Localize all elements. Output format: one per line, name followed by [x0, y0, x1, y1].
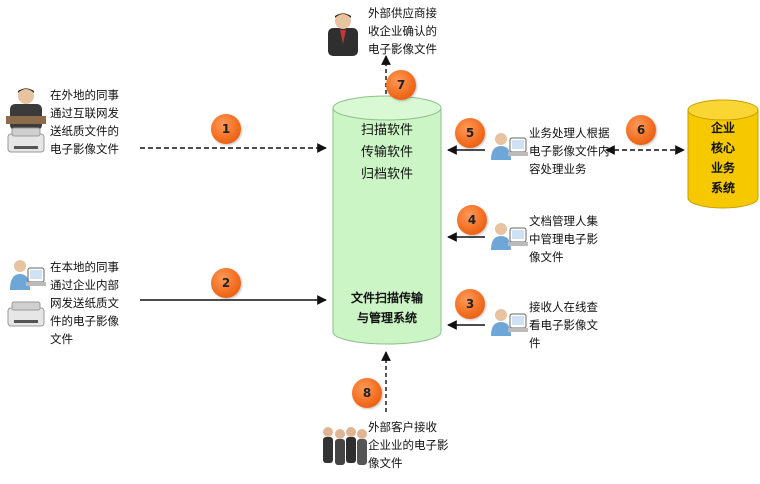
- archive-manager-label: 文档管理人集 中管理电子影 像文件: [529, 214, 598, 264]
- central-software-list: 扫描软件 传输软件 归档软件: [334, 120, 440, 186]
- core-business-cylinder: [687, 99, 759, 209]
- step-4-badge: 4: [457, 205, 487, 235]
- step-3-badge: 3: [455, 289, 485, 319]
- step-8-badge: 8: [352, 378, 382, 408]
- computer-user-icon: [7, 260, 46, 327]
- step-7-badge: 7: [386, 70, 416, 100]
- computer-user-icon: [491, 223, 528, 250]
- central-system-cylinder: [332, 95, 442, 345]
- core-system-label: 企业 核心 业务 系统: [710, 121, 735, 195]
- step-5-badge: 5: [455, 118, 485, 148]
- group-people-icon: [323, 427, 367, 465]
- computer-user-icon: [491, 309, 528, 336]
- software-scan: 扫描软件: [360, 123, 413, 138]
- external-customer-label: 外部客户接收 企业业的电子影 像文件: [368, 420, 449, 470]
- central-system-name: 文件扫描传输 与管理系统: [350, 291, 423, 325]
- step-6-badge: 6: [626, 115, 656, 145]
- software-archive: 归档软件: [360, 167, 413, 182]
- remote-colleague-label: 在外地的同事 通过互联网发 送纸质文件的 电子影像文件: [50, 88, 119, 156]
- business-handler-label: 业务处理人根据 电子影像文件内 容处理业务: [529, 126, 610, 176]
- local-colleague-label: 在本地的同事 通过企业内部 网发送纸质文 件的电子影像 文件: [50, 260, 119, 346]
- businessman-icon: [6, 88, 46, 153]
- step-1-badge: 1: [211, 114, 241, 144]
- step-2-badge: 2: [211, 268, 241, 298]
- computer-user-icon: [491, 133, 528, 160]
- software-transfer: 传输软件: [360, 145, 413, 160]
- recipient-label: 接收人在线查 看电子影像文 件: [529, 300, 598, 350]
- external-supplier-label: 外部供应商接 收企业确认的 电子影像文件: [368, 6, 437, 56]
- businessman-icon: [328, 13, 358, 56]
